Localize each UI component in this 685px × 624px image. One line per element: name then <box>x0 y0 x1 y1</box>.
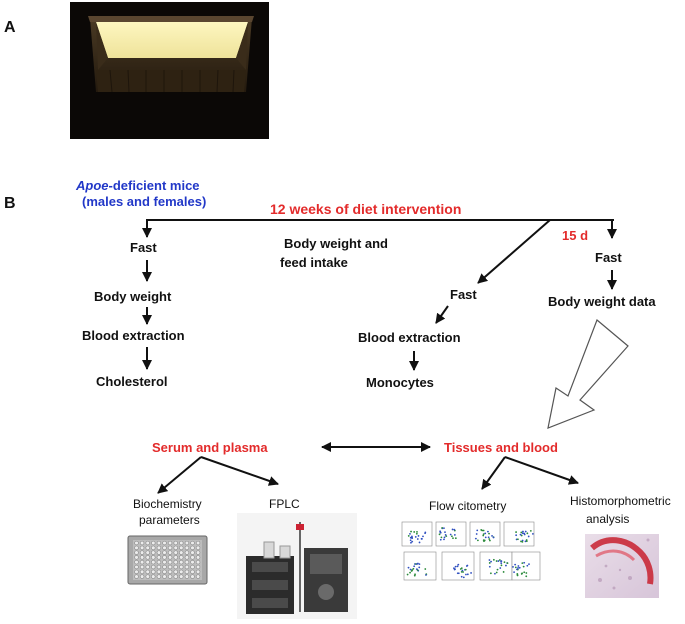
left-step-cholesterol: Cholesterol <box>96 374 168 389</box>
flow-cytometry-plots <box>401 521 541 581</box>
serum-plasma-label: Serum and plasma <box>152 440 268 455</box>
fplc-image <box>237 513 357 619</box>
left-step-body-weight: Body weight <box>94 289 172 304</box>
model-suffix: -deficient mice <box>109 178 200 193</box>
right-step-fast: Fast <box>595 250 622 265</box>
tissue-arrow-flow <box>481 456 506 490</box>
monitor-label-2: feed intake <box>280 255 348 270</box>
flow-label: Flow citometry <box>429 499 506 513</box>
histology-image <box>585 534 659 598</box>
gene-name: Apoe <box>75 178 109 193</box>
middle-arrow-1 <box>435 305 449 324</box>
biochem-label-2: parameters <box>139 513 200 527</box>
biochem-label-1: Biochemistry <box>133 497 202 511</box>
arrow-diagonal-middle <box>477 219 551 284</box>
serum-arrow-biochem <box>157 456 202 494</box>
panel-label-b: B <box>4 195 16 212</box>
monitor-label-1: Body weight and <box>284 236 388 251</box>
fplc-label: FPLC <box>269 497 300 511</box>
middle-step-monocytes: Monocytes <box>366 375 434 390</box>
panel-label-a: A <box>4 19 16 36</box>
microplate-image <box>127 535 208 585</box>
tissues-blood-label: Tissues and blood <box>444 440 558 455</box>
large-hollow-arrow <box>547 318 629 429</box>
right-step-body-weight-data: Body weight data <box>548 294 656 309</box>
tissue-arrow-histo <box>504 456 579 485</box>
timeline-title: 12 weeks of diet intervention <box>270 201 461 217</box>
sex-label: (males and females) <box>82 194 206 209</box>
middle-step-fast: Fast <box>450 287 477 302</box>
left-step-fast: Fast <box>130 240 157 255</box>
mice-label: Apoe-deficient mice <box>75 178 200 193</box>
left-step-blood: Blood extraction <box>82 328 185 343</box>
diet-photo <box>70 2 269 139</box>
histo-label-2: analysis <box>586 512 629 526</box>
histo-label-1: Histomorphometric <box>570 494 671 508</box>
extra-period-label: 15 d <box>562 228 588 243</box>
serum-arrow-fplc <box>200 456 279 486</box>
middle-step-blood: Blood extraction <box>358 330 461 345</box>
